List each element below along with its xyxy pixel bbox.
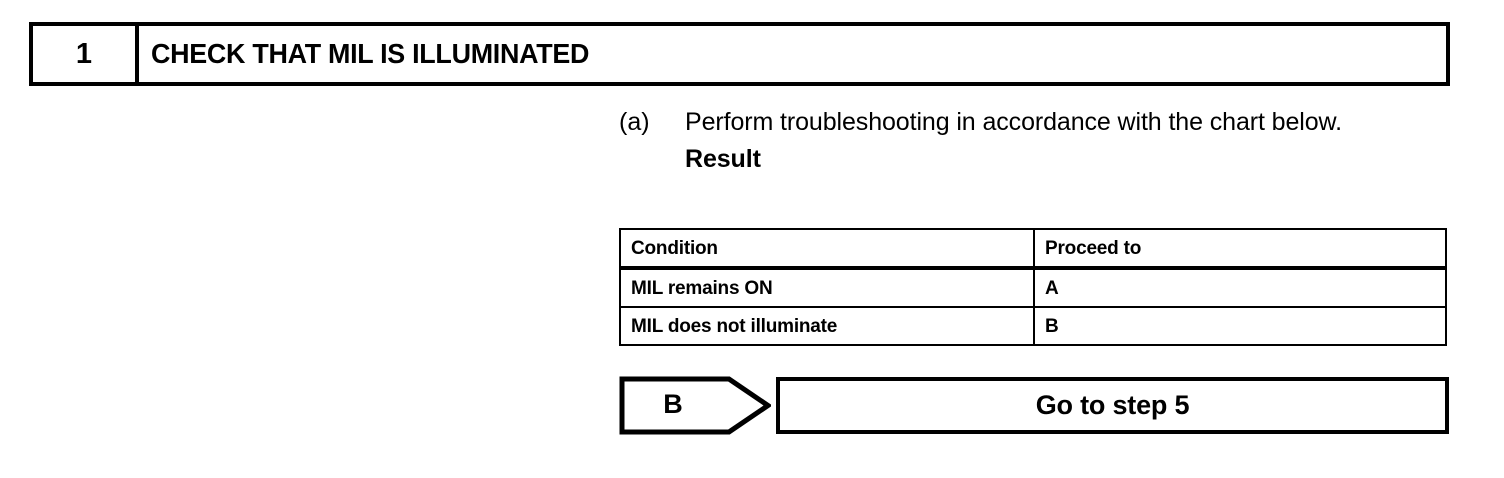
procedure-item: (a) Perform troubleshooting in accordanc… [619, 104, 1459, 178]
procedure-subheading: Result [685, 145, 761, 173]
result-table-body: MIL remains ON A MIL does not illuminate… [619, 267, 1447, 346]
flow-action-box: Go to step 5 [776, 377, 1449, 434]
table-row: MIL does not illuminate B [619, 306, 1447, 346]
column-header-proceed-to: Proceed to [1033, 228, 1447, 270]
procedure-marker: (a) [619, 108, 650, 136]
result-table-head: Condition Proceed to [619, 228, 1447, 270]
cell-condition: MIL does not illuminate [619, 306, 1035, 346]
step-title: CHECK THAT MIL IS ILLUMINATED [151, 38, 590, 69]
cell-proceed-to: B [1033, 306, 1447, 346]
column-header-condition: Condition [619, 228, 1035, 270]
step-number-cell: 1 [33, 26, 139, 82]
flow-tag-pentagon: B [619, 376, 771, 435]
cell-condition: MIL remains ON [619, 267, 1035, 308]
procedure-body: Perform troubleshooting in accordance wi… [685, 104, 1459, 178]
cell-proceed-to: A [1033, 267, 1447, 308]
pentagon-arrow-icon [619, 376, 771, 435]
table-row: MIL remains ON A [619, 267, 1447, 308]
step-number: 1 [75, 37, 93, 70]
step-title-cell: CHECK THAT MIL IS ILLUMINATED [139, 26, 1446, 82]
table-header-row: Condition Proceed to [619, 228, 1447, 270]
result-table: Condition Proceed to MIL remains ON A MI… [619, 228, 1447, 346]
step-header-bar: 1 CHECK THAT MIL IS ILLUMINATED [29, 22, 1450, 86]
flow-block: B Go to step 5 [619, 376, 1449, 436]
flow-tag-label: B [663, 389, 683, 419]
procedure-text: Perform troubleshooting in accordance wi… [685, 108, 1342, 136]
procedure-block: (a) Perform troubleshooting in accordanc… [619, 104, 1459, 178]
flow-action-label: Go to step 5 [1035, 390, 1190, 420]
